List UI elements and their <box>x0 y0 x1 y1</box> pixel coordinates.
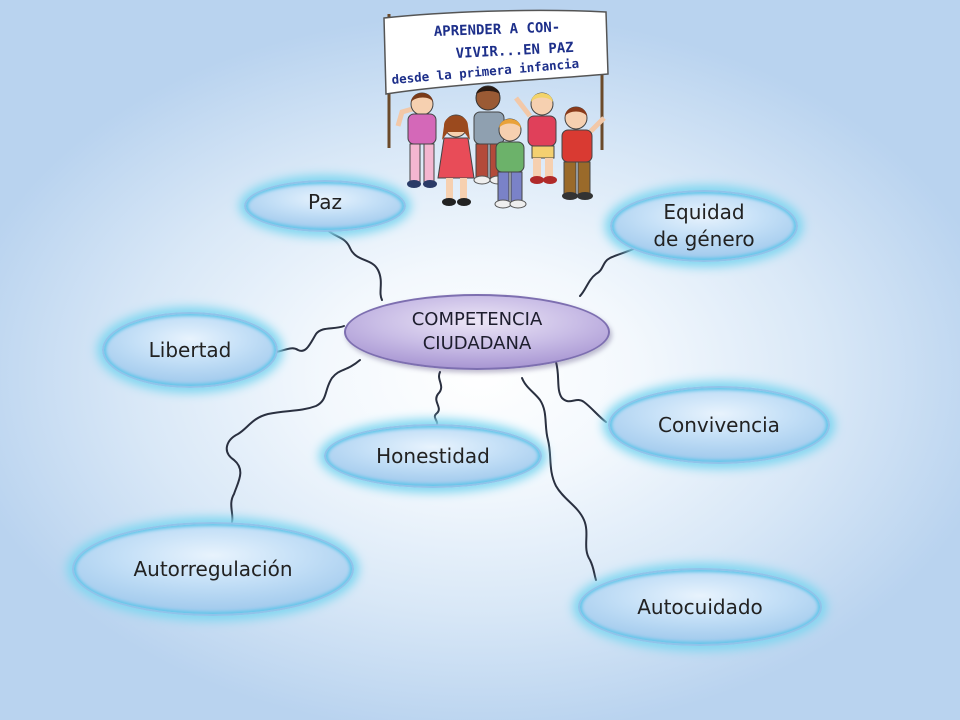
connector-libertad <box>275 325 345 353</box>
node-libertad: Libertad <box>102 312 278 388</box>
banner-text-line2: VIVIR...EN PAZ <box>455 40 574 62</box>
node-equidad-de-genero: Equidad de género <box>610 190 798 262</box>
central-concept-node: COMPETENCIA CIUDADANA <box>344 294 610 370</box>
node-libertad-label: Libertad <box>148 337 232 362</box>
node-convivencia: Convivencia <box>608 386 830 464</box>
node-paz: Paz <box>244 180 406 232</box>
node-autorregulacion: Autorregulación <box>72 522 354 616</box>
children-banner-illustration: APRENDER A CON- VIVIR...EN PAZ desde la … <box>383 9 609 209</box>
child-figure <box>395 92 437 188</box>
node-autocuidado: Autocuidado <box>578 568 822 646</box>
connector-autocuidado <box>521 377 597 581</box>
node-honestidad: Honestidad <box>324 424 542 488</box>
child-figure <box>437 114 475 206</box>
node-autocuidado-label: Autocuidado <box>637 594 763 619</box>
central-concept-label: COMPETENCIA CIUDADANA <box>411 309 543 354</box>
banner-text-line1: APRENDER A CON- <box>434 20 561 40</box>
connector-paz <box>324 227 383 301</box>
child-figure <box>494 118 527 209</box>
connector-honestidad <box>433 371 443 427</box>
node-paz-label: Paz <box>308 189 342 214</box>
node-honestidad-label: Honestidad <box>376 443 490 468</box>
node-equidad-label: Equidad de género <box>653 200 755 251</box>
node-autorregulacion-label: Autorregulación <box>133 556 293 581</box>
connector-convivencia <box>555 361 607 423</box>
child-figure <box>561 106 606 200</box>
node-convivencia-label: Convivencia <box>658 412 780 437</box>
connector-equidad <box>579 245 641 297</box>
connector-autorregulacion <box>225 359 361 523</box>
child-figure <box>514 92 557 184</box>
